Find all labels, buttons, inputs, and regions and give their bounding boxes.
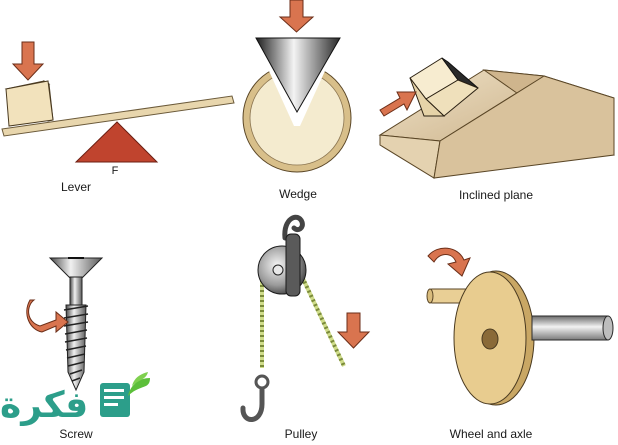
- pulley-frame: [285, 233, 301, 297]
- watermark-text: فكرة: [0, 385, 89, 426]
- screw-label: Screw: [59, 427, 93, 441]
- fulcrum-triangle: [74, 121, 159, 163]
- screw-head: [48, 257, 104, 279]
- ramp-slope-face: [379, 134, 441, 179]
- pulley-label: Pulley: [284, 427, 318, 441]
- wedge-label: Wedge: [279, 187, 317, 201]
- axle-back: [531, 315, 609, 341]
- screw-thread: [63, 304, 89, 392]
- wedge-blade: [255, 37, 341, 114]
- ramp-load-block: [409, 57, 479, 117]
- notebook-icon: [100, 383, 130, 417]
- fulcrum-label: F: [111, 165, 119, 177]
- pulley-figure: [240, 214, 371, 422]
- ramp-side-face: [433, 75, 615, 179]
- lever-label: Lever: [60, 180, 92, 194]
- inclined-plane-figure: [378, 57, 615, 179]
- screw-rotation-arrow: [26, 299, 69, 334]
- screw-shank: [69, 276, 83, 306]
- wheel-rotation-arrow: [427, 247, 471, 277]
- lever-figure: [1, 41, 235, 163]
- watermark-logo: [100, 372, 150, 417]
- pulley-hook-top: [282, 214, 305, 241]
- wheel-and-axle-figure: [426, 247, 614, 406]
- lever-plank: [1, 95, 235, 137]
- pulley-hook-ring: [254, 374, 270, 390]
- wheel-and-axle-label: Wheel and axle: [449, 427, 533, 441]
- lever-load-block: [4, 80, 54, 127]
- pulley-force-arrow: [336, 312, 371, 349]
- wedge-force-arrow: [278, 0, 315, 33]
- lever-force-arrow: [11, 41, 45, 81]
- ramp-force-arrow: [379, 91, 417, 117]
- pulley-hook-bottom: [240, 386, 265, 422]
- inclined-plane-label: Inclined plane: [458, 188, 534, 202]
- leaf-icon: [128, 378, 150, 396]
- wedge-figure: [242, 0, 352, 173]
- screw-figure: [26, 257, 104, 392]
